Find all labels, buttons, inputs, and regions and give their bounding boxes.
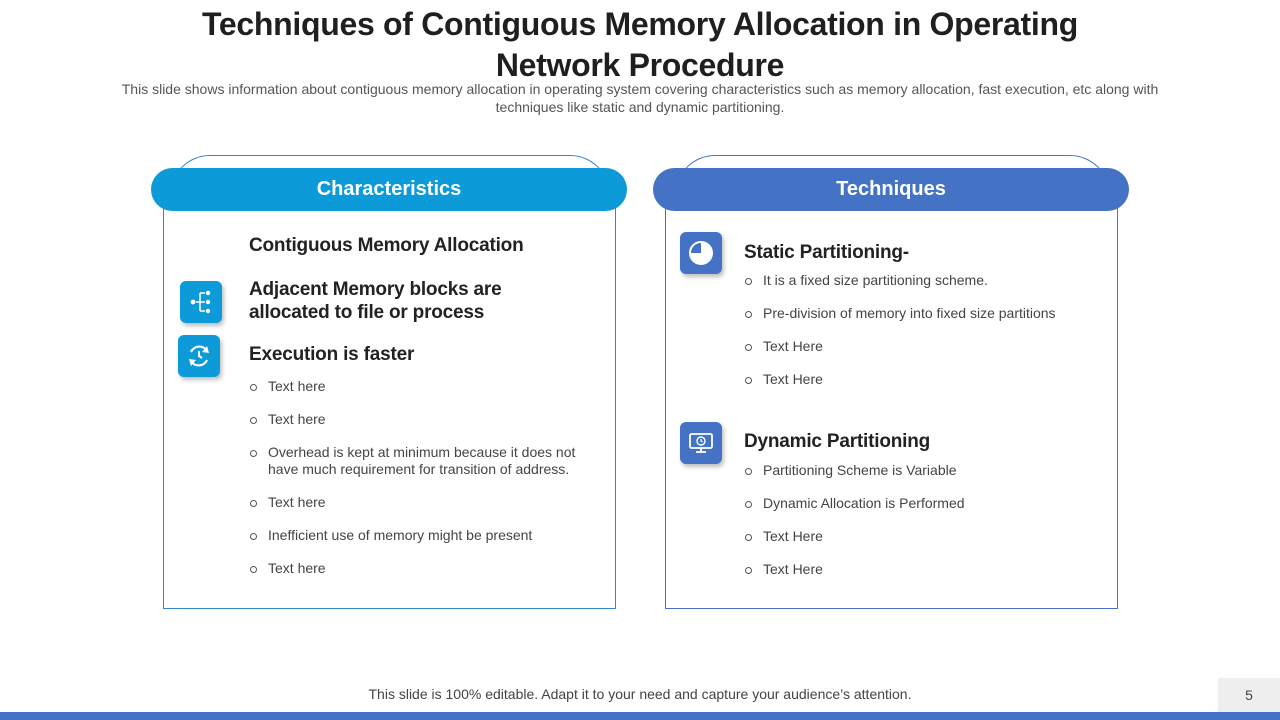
techniques-panel <box>665 200 1118 609</box>
pie-chart-icon <box>680 232 722 274</box>
monitor-clock-icon <box>680 422 722 464</box>
bottom-accent-bar <box>0 712 1280 720</box>
footer-note: This slide is 100% editable. Adapt it to… <box>368 686 912 702</box>
list-item: Text Here <box>744 338 1104 355</box>
list-item: Overhead is kept at minimum because it d… <box>249 444 589 478</box>
list-item: It is a fixed size partitioning scheme. <box>744 272 1104 289</box>
heading-dynamic-partitioning: Dynamic Partitioning <box>744 431 931 452</box>
heading-static-partitioning: Static Partitioning- <box>744 242 909 263</box>
list-item: Dynamic Allocation is Performed <box>744 495 1104 512</box>
list-item: Text here <box>249 494 589 511</box>
list-item: Text here <box>249 411 589 428</box>
characteristics-bullet-list: Text here Text here Overhead is kept at … <box>249 378 589 577</box>
list-item: Text here <box>249 378 589 395</box>
list-item: Text Here <box>744 528 1104 545</box>
page-number: 5 <box>1218 678 1280 712</box>
refresh-clock-icon <box>178 335 220 377</box>
list-item: Pre-division of memory into fixed size p… <box>744 305 1104 322</box>
list-item: Partitioning Scheme is Variable <box>744 462 1104 479</box>
list-item: Inefficient use of memory might be prese… <box>249 527 589 544</box>
heading-contiguous-memory: Contiguous Memory Allocation <box>249 235 524 256</box>
static-bullet-list: It is a fixed size partitioning scheme. … <box>744 272 1104 388</box>
dynamic-bullet-list: Partitioning Scheme is Variable Dynamic … <box>744 462 1104 578</box>
heading-adjacent-memory: Adjacent Memory blocks are allocated to … <box>249 279 502 323</box>
characteristics-panel <box>163 200 616 609</box>
hierarchy-icon <box>180 281 222 323</box>
slide-subtitle: This slide shows information about conti… <box>121 81 1159 115</box>
list-item: Text here <box>249 560 589 577</box>
slide-title: Techniques of Contiguous Memory Allocati… <box>202 6 1078 83</box>
heading-execution-faster: Execution is faster <box>249 344 415 365</box>
techniques-header: Techniques <box>653 168 1129 211</box>
list-item: Text Here <box>744 561 1104 578</box>
list-item: Text Here <box>744 371 1104 388</box>
characteristics-header: Characteristics <box>151 168 627 211</box>
